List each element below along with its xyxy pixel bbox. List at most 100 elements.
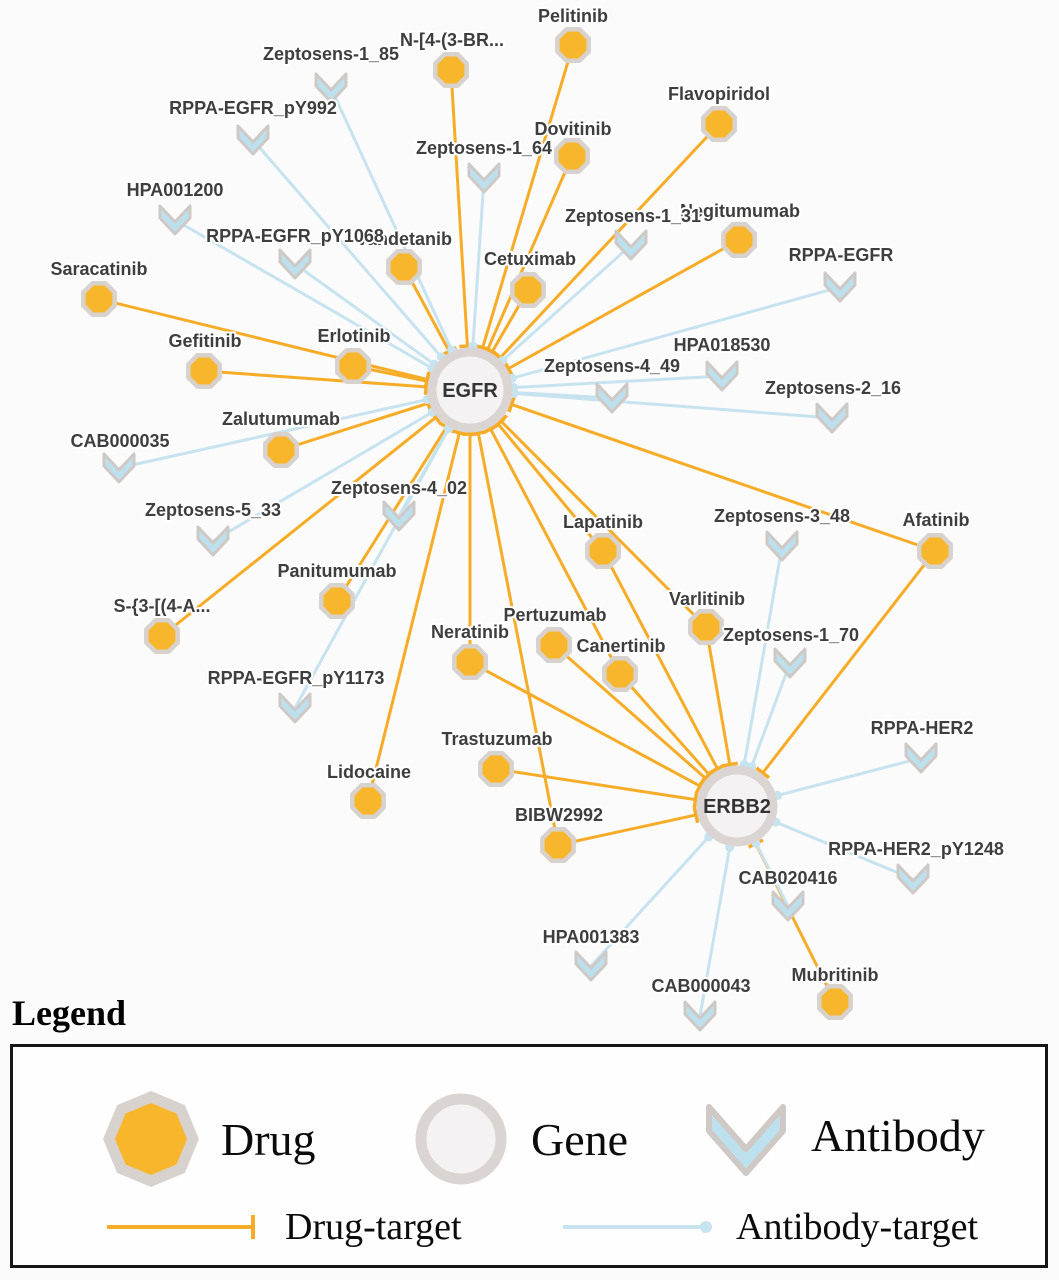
edge-drug-Canertinib-to-EGFR <box>489 428 622 675</box>
legend-item-drug: Drug <box>101 1089 316 1189</box>
antibody-node-RPPA-EGFR_pY992[interactable] <box>236 124 270 156</box>
gene-label-EGFR: EGFR <box>442 380 498 402</box>
edge-drug-BIBW2992-to-ERBB2 <box>557 813 697 847</box>
edge-antibody-RPPA-EGFR_pY1068-to-EGFR <box>294 262 436 366</box>
edge-antibody-RPPA-EGFR-to-EGFR <box>511 285 841 380</box>
antibody-node-RPPA-HER2[interactable] <box>904 742 938 774</box>
drug-node-Neratinib[interactable] <box>452 644 488 680</box>
gene-node-EGFR[interactable] <box>427 347 513 433</box>
drug-node-Negitumumab[interactable] <box>721 222 757 258</box>
antibody-label-RPPA-EGFR_pY1173: RPPA-EGFR_pY1173 <box>208 668 385 688</box>
legend-item-antibody: Antibody <box>701 1089 985 1181</box>
edge-drug-Flavopiridol-to-EGFR <box>498 122 721 359</box>
antibody-node-Zeptosens-5_33[interactable] <box>196 525 230 557</box>
drug-node-Afatinib[interactable] <box>917 533 953 569</box>
drug-label-Pertuzumab: Pertuzumab <box>503 605 606 625</box>
drug-node-S-{3-[(4-A...[interactable] <box>144 618 180 654</box>
drug-node-Dovitinib[interactable] <box>554 138 590 174</box>
drug-node-Pelitinib[interactable] <box>555 27 591 63</box>
antibody-label-Zeptosens-1_85: Zeptosens-1_85 <box>263 44 399 64</box>
drug-label-Flavopiridol: Flavopiridol <box>668 84 770 104</box>
drug-label-Negitumumab: Negitumumab <box>680 201 800 221</box>
drug-label-S-{3-[(4-A...: S-{3-[(4-A... <box>113 596 210 616</box>
antibody-label-Zeptosens-4_02: Zeptosens-4_02 <box>331 478 467 498</box>
antibody-node-RPPA-HER2_pY1248[interactable] <box>896 863 930 895</box>
drug-node-Lapatinib[interactable] <box>585 533 621 569</box>
drug-node-BIBW2992[interactable] <box>540 827 576 863</box>
drug-node-Erlotinib[interactable] <box>335 348 371 384</box>
drug-target-tee <box>470 429 487 437</box>
antibody-node-CAB020416[interactable] <box>771 890 805 922</box>
drug-node-Canertinib[interactable] <box>602 656 638 692</box>
drug-target-tee <box>692 791 699 808</box>
antibody-node-Zeptosens-1_85[interactable] <box>314 72 348 104</box>
antibody-node-RPPA-EGFR_pY1173[interactable] <box>278 692 312 724</box>
drug-node-Varlitinib[interactable] <box>688 609 724 645</box>
antibody-node-Zeptosens-4_49[interactable] <box>595 382 629 414</box>
antibody-node-RPPA-EGFR[interactable] <box>823 271 857 303</box>
drug-label-Varlitinib: Varlitinib <box>669 589 745 609</box>
antibody-node-Zeptosens-3_48[interactable] <box>765 530 799 562</box>
edge-drug-Varlitinib-to-EGFR <box>499 420 708 629</box>
antibody-node-CAB000035[interactable] <box>102 452 136 484</box>
antibody-node-HPA001200[interactable] <box>158 204 192 236</box>
edge-drug-Negitumumab-to-EGFR <box>507 238 740 370</box>
edge-drug-Dovitinib-to-EGFR <box>486 155 574 351</box>
edge-drug-Neratinib-to-ERBB2 <box>469 660 701 788</box>
drug-node-Gefitinib[interactable] <box>186 353 222 389</box>
antibody-label-RPPA-EGFR: RPPA-EGFR <box>789 245 894 265</box>
drug-label-Pelitinib: Pelitinib <box>538 6 608 26</box>
edge-antibody-Zeptosens-3_48-to-ERBB2 <box>742 545 784 765</box>
antibody-node-Zeptosens-2_16[interactable] <box>815 402 849 434</box>
legend-antibody-label: Antibody <box>811 1109 985 1161</box>
drug-label-N-[4-(3-BR...: N-[4-(3-BR... <box>400 30 504 50</box>
drug-label-Canertinib: Canertinib <box>576 636 665 656</box>
gene-node-ERBB2[interactable] <box>696 765 778 847</box>
antibody-node-HPA018530[interactable] <box>705 360 739 392</box>
drug-node-Cetuximab[interactable] <box>510 272 546 308</box>
antibody-node-Zeptosens-1_31[interactable] <box>614 229 648 261</box>
drug-label-Gefitinib: Gefitinib <box>169 331 242 351</box>
drug-node-N-[4-(3-BR...[interactable] <box>433 52 469 88</box>
drug-label-BIBW2992: BIBW2992 <box>515 805 603 825</box>
antibody-node-CAB000043[interactable] <box>683 1000 717 1032</box>
drug-target-tee <box>755 766 771 780</box>
drug-node-Pertuzumab[interactable] <box>536 627 572 663</box>
antibody-node-HPA001383[interactable] <box>574 950 608 982</box>
antibody-label-CAB000043: CAB000043 <box>651 976 750 996</box>
drug-label-Lapatinib: Lapatinib <box>563 512 643 532</box>
edge-antibody-RPPA-HER2_pY1248-to-ERBB2 <box>775 820 914 881</box>
edge-drug-Pertuzumab-to-ERBB2 <box>553 643 707 780</box>
edge-antibody-CAB020416-to-ERBB2 <box>754 842 790 907</box>
drug-target-edge-icon <box>107 1215 255 1239</box>
antibody-label-RPPA-EGFR_pY1068: RPPA-EGFR_pY1068 <box>206 226 384 246</box>
drug-node-Panitumumab[interactable] <box>319 583 355 619</box>
edge-drug-S-{3-[(4-A...-to-EGFR <box>161 416 437 638</box>
antibody-node-Zeptosens-4_02[interactable] <box>382 500 416 532</box>
drug-node-Lidocaine[interactable] <box>350 783 386 819</box>
drug-node-Trastuzumab[interactable] <box>478 751 514 787</box>
drug-target-tee <box>692 806 700 824</box>
antibody-label-RPPA-EGFR_pY992: RPPA-EGFR_pY992 <box>169 98 337 118</box>
drug-node-Flavopiridol[interactable] <box>701 106 737 142</box>
antibody-node-RPPA-EGFR_pY1068[interactable] <box>278 248 312 280</box>
drug-node-Mubritinib[interactable] <box>817 984 853 1020</box>
antibody-label-Zeptosens-1_31: Zeptosens-1_31 <box>565 206 701 226</box>
drug-node-Vandetanib[interactable] <box>386 249 422 285</box>
edge-drug-Canertinib-to-ERBB2 <box>618 673 711 776</box>
antibody-label-RPPA-HER2_pY1248: RPPA-HER2_pY1248 <box>828 839 1004 859</box>
edge-drug-Saracatinib-to-EGFR <box>98 297 428 381</box>
antibody-target-edge-icon <box>563 1221 712 1233</box>
antibody-chevron-icon <box>706 1104 786 1176</box>
antibody-node-Zeptosens-1_70[interactable] <box>773 647 807 679</box>
antibody-node-Zeptosens-1_64[interactable] <box>467 162 501 194</box>
edge-antibody-Zeptosens-2_16-to-EGFR <box>513 391 833 420</box>
legend-drug-label: Drug <box>221 1113 316 1165</box>
legend-gene-label: Gene <box>531 1113 629 1165</box>
antibody-label-CAB000035: CAB000035 <box>70 431 169 451</box>
drug-label-Lidocaine: Lidocaine <box>327 762 411 782</box>
drug-node-Saracatinib[interactable] <box>81 281 117 317</box>
drug-label-Dovitinib: Dovitinib <box>535 119 612 139</box>
drug-node-Zalutumumab[interactable] <box>263 432 299 468</box>
drug-label-Afatinib: Afatinib <box>903 510 970 530</box>
